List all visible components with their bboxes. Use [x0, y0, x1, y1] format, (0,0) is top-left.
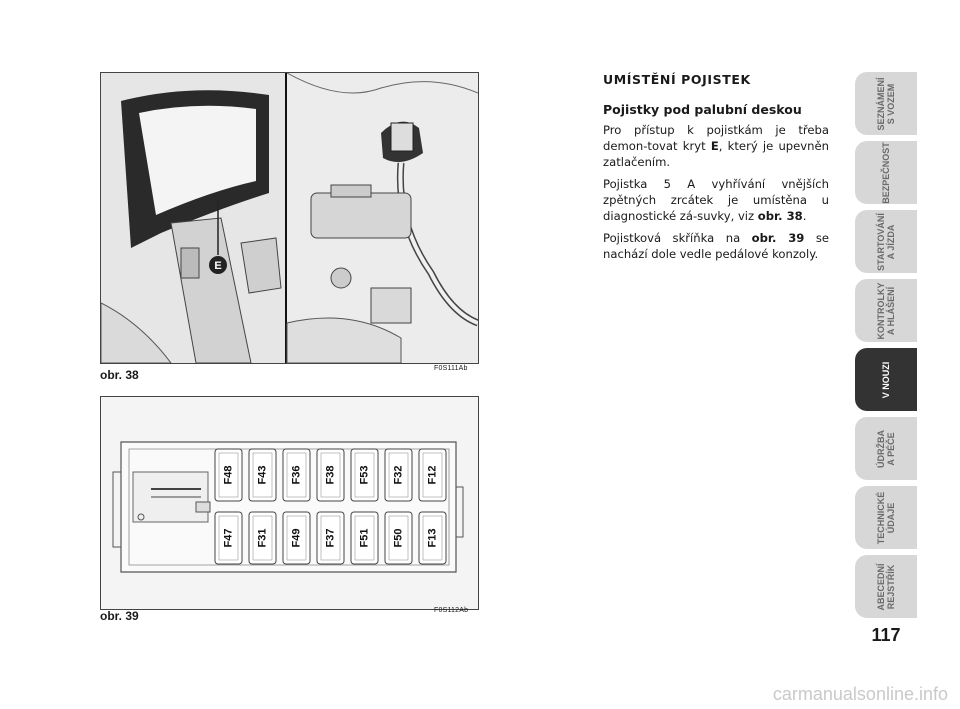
- p2-bold-ref: obr. 38: [757, 209, 803, 223]
- fuse-label: F37: [324, 529, 336, 548]
- figure-39-label: obr. 39: [100, 609, 139, 623]
- p2-text-1: Pojistka 5 A vyhřívání vnějších zpětných…: [603, 177, 829, 223]
- fuse-label: F53: [358, 466, 370, 485]
- fuse-f43: F43: [248, 448, 277, 502]
- tab-label: ABECEDNÍ REJSTŘÍK: [876, 562, 896, 611]
- fuse-label: F51: [358, 529, 370, 548]
- tab-bezpecnost[interactable]: BEZPEČNOST: [855, 141, 917, 204]
- figure-38-code: F0S111Ab: [434, 365, 468, 372]
- tab-label: SEZNÁMENÍ S VOZEM: [876, 76, 896, 131]
- cover-e-callout: E: [214, 260, 221, 272]
- figure-38-illustration: E: [100, 72, 479, 364]
- fuse-f51: F51: [350, 511, 379, 565]
- tab-label: BEZPEČNOST: [881, 141, 891, 204]
- figure-39-code: F0S112Ab: [434, 607, 469, 614]
- fuse-f47: F47: [214, 511, 243, 565]
- fuse-f50: F50: [384, 511, 413, 565]
- fuse-label: F31: [256, 529, 268, 548]
- tab-label: STARTOVÁNÍ A JÍZDA: [876, 212, 896, 271]
- fuse-label: F12: [426, 466, 438, 485]
- tab-label: V NOUZI: [881, 361, 891, 398]
- tab-v-nouzi[interactable]: V NOUZI: [855, 348, 917, 411]
- tab-udrzba-a-pece[interactable]: ÚDRŽBA A PÉČE: [855, 417, 917, 480]
- p3-text-2: se nachází dole vedle pedálové konzoly.: [603, 231, 830, 261]
- fuse-f32: F32: [384, 448, 413, 502]
- p1-bold-e: E: [710, 139, 719, 153]
- fuse-label: F32: [392, 466, 404, 485]
- fuse-f13: F13: [418, 511, 447, 565]
- fuse-label: F48: [222, 466, 234, 485]
- fuse-f53: F53: [350, 448, 379, 502]
- tab-abecedni-rejstrik[interactable]: ABECEDNÍ REJSTŘÍK: [855, 555, 917, 618]
- tab-seznameni-s-vozem[interactable]: SEZNÁMENÍ S VOZEM: [855, 72, 917, 135]
- fuse-f36: F36: [282, 448, 311, 502]
- tab-technicke-udaje[interactable]: TECHNICKÉ ÚDAJE: [855, 486, 917, 549]
- tab-startovani-a-jizda[interactable]: STARTOVÁNÍ A JÍZDA: [855, 210, 917, 273]
- fuse-f48: F48: [214, 448, 243, 502]
- p3-bold-ref: obr. 39: [751, 231, 805, 245]
- fuse-label: F49: [290, 529, 302, 548]
- fuse-label: F50: [392, 529, 404, 548]
- fuse-label: F47: [222, 529, 234, 548]
- subheading: Pojistky pod palubní deskou: [603, 102, 802, 117]
- p1-text-1: Pro přístup k pojistkám je třeba demon-t…: [603, 123, 829, 153]
- watermark: carmanualsonline.info: [772, 684, 948, 704]
- text-column: UMÍSTĚNÍ POJISTEK Pojistky pod palubní d…: [603, 72, 829, 268]
- p2-text-2: .: [802, 209, 807, 223]
- paragraph-cover: Pro přístup k pojistkám je třeba demon-t…: [603, 122, 829, 170]
- tab-label: ÚDRŽBA A PÉČE: [876, 429, 896, 468]
- fuse-f49: F49: [282, 511, 311, 565]
- fuse-f37: F37: [316, 511, 345, 565]
- tab-label: TECHNICKÉ ÚDAJE: [876, 491, 896, 544]
- tab-kontrolky-a-hlaseni[interactable]: KONTROLKY A HLÁŠENÍ: [855, 279, 917, 342]
- fuse-f38: F38: [316, 448, 345, 502]
- paragraph-mirror-fuse: Pojistka 5 A vyhřívání vnějších zpětných…: [603, 176, 829, 224]
- fuse-label: F43: [256, 466, 268, 485]
- tab-label: KONTROLKY A HLÁŠENÍ: [876, 282, 896, 339]
- page-number: 117: [871, 625, 901, 645]
- fuse-label: F36: [290, 466, 302, 485]
- p3-text-1: Pojistková skříňka na: [603, 231, 752, 245]
- section-title: UMÍSTĚNÍ POJISTEK: [603, 72, 751, 87]
- paragraph-fuse-box: Pojistková skříňka na obr. 39 se nachází…: [603, 230, 829, 262]
- fuse-label: F13: [426, 529, 438, 548]
- fuse-f12: F12: [418, 448, 447, 502]
- fuse-f31: F31: [248, 511, 277, 565]
- fuse-label: F38: [324, 466, 336, 485]
- figure-38-label: obr. 38: [100, 368, 139, 382]
- p1-text-2: , který je upevněn zatlačením.: [603, 139, 829, 169]
